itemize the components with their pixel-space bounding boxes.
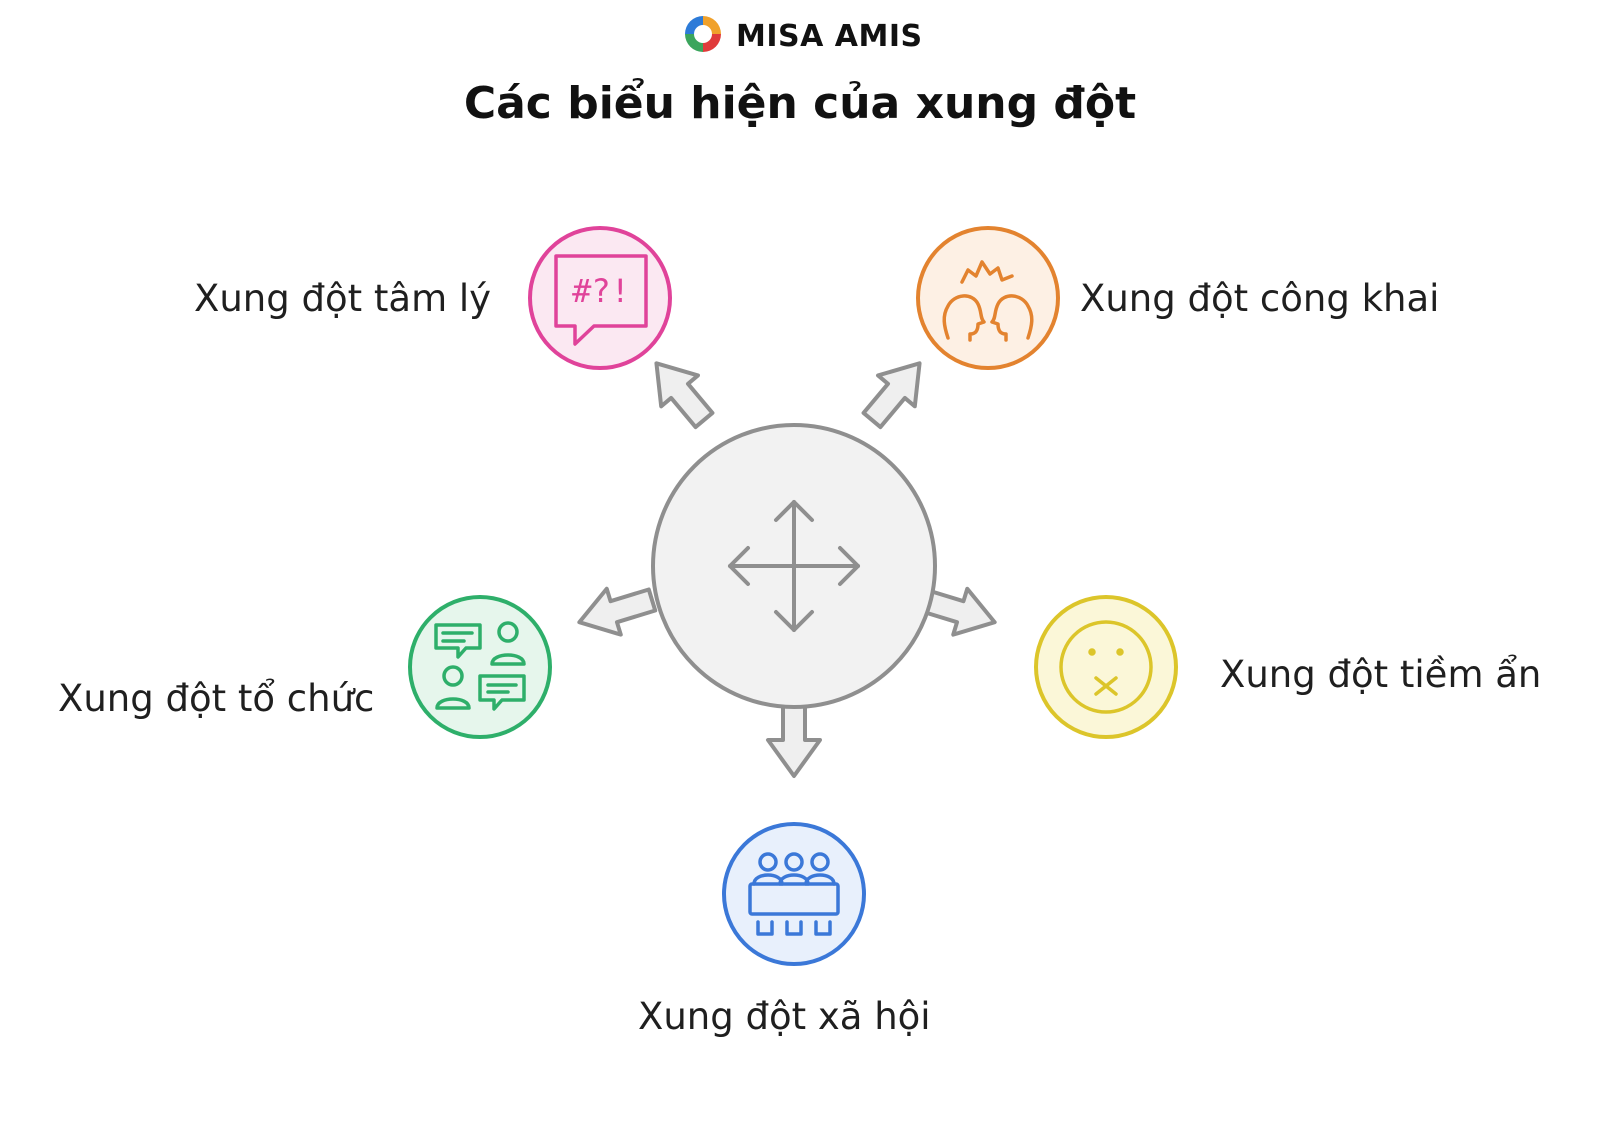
brand-name: MISA AMIS [736, 18, 923, 54]
misa-logo-mark [685, 16, 721, 52]
label-to-chuc: Xung đột tổ chức [58, 677, 375, 720]
page-title: Các biểu hiện của xung đột [463, 78, 1137, 129]
node-cong-khai [916, 226, 1060, 370]
node-to-chuc [408, 595, 552, 739]
label-tam-ly: Xung đột tâm lý [194, 277, 492, 320]
node-xa-hoi [722, 822, 866, 966]
team-chat-icon [434, 621, 526, 711]
arrow-to-tam-ly [654, 361, 715, 430]
unhappy-face-icon [1059, 620, 1153, 714]
arrow-to-to-chuc [577, 586, 658, 637]
label-cong-khai: Xung đột công khai [1080, 277, 1440, 320]
arguing-heads-icon [942, 260, 1034, 342]
node-tam-ly: #?! [528, 226, 672, 370]
move-arrows-icon [728, 500, 860, 632]
arrow-to-cong-khai [861, 361, 922, 430]
label-tiem-an: Xung đột tiềm ẩn [1220, 653, 1542, 696]
label-xa-hoi: Xung đột xã hội [638, 995, 931, 1038]
meeting-table-icon [748, 852, 840, 936]
symbols-glyph: #?! [572, 272, 630, 310]
node-tiem-an [1034, 595, 1178, 739]
speech-bubble-symbols-icon [554, 254, 648, 346]
brand-logo: MISA AMIS [728, 12, 923, 60]
